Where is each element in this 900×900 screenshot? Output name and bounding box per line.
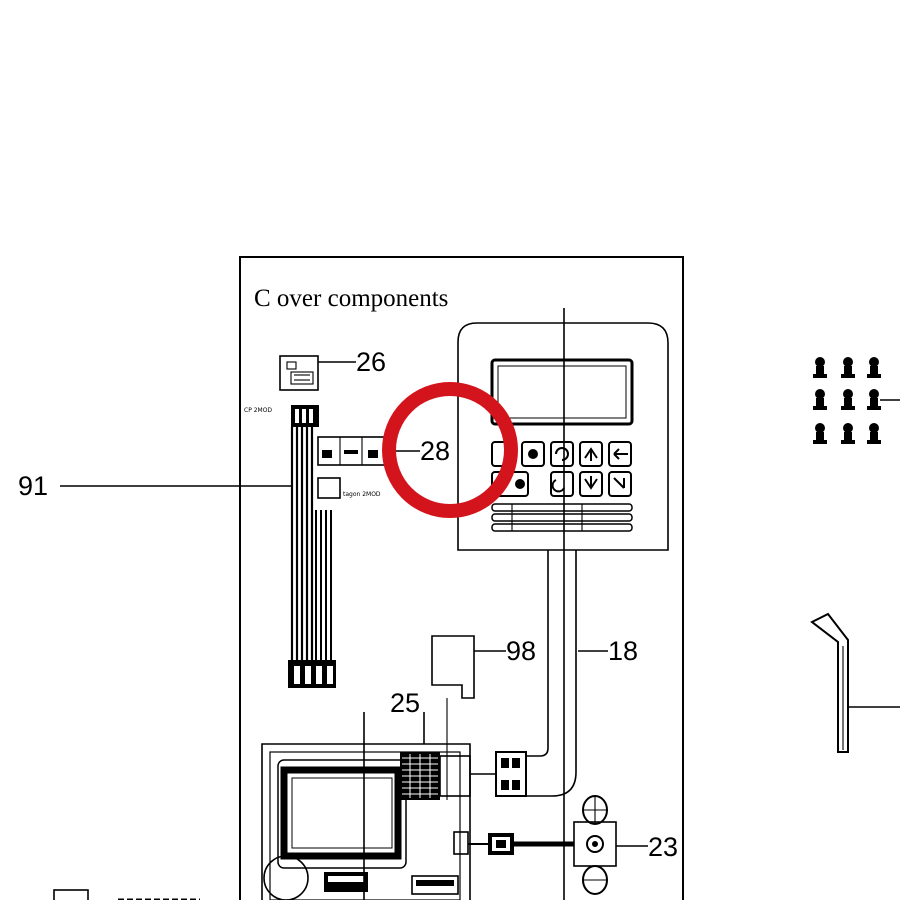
callout-26: 26 [356,347,386,377]
screws-group [813,357,900,444]
hex-key [810,612,900,753]
screw [813,389,827,410]
screw [813,357,827,378]
diagram-title: C over components [254,285,448,312]
callout-28: 28 [420,436,450,466]
screw [841,423,855,444]
highlight-circle [382,382,518,518]
cropped-part-bottom-left [53,889,200,900]
connector-label-lower: tagon 2MOD [343,491,381,498]
screw [867,423,881,444]
part-91-harness: CP 2MOD tagon 2MOD [60,405,381,688]
callout-98: 98 [506,636,536,666]
part-98-module [431,635,506,800]
pcb-chip [400,752,440,800]
callout-25: 25 [390,688,420,718]
controller-display [490,358,634,426]
screw [813,423,827,444]
part-23-sensor [468,795,648,895]
callout-23: 23 [648,832,678,862]
callout-18: 18 [608,636,638,666]
screw [867,389,881,410]
part-25-pcb [261,712,471,900]
callout-91: 91 [18,471,48,501]
screw [841,357,855,378]
wired-controller [457,322,669,551]
part-18-cable [470,308,608,900]
screw [841,389,855,410]
connector-label-upper: CP 2MOD [244,407,272,414]
part-26-board [279,355,356,391]
screw [867,357,881,378]
